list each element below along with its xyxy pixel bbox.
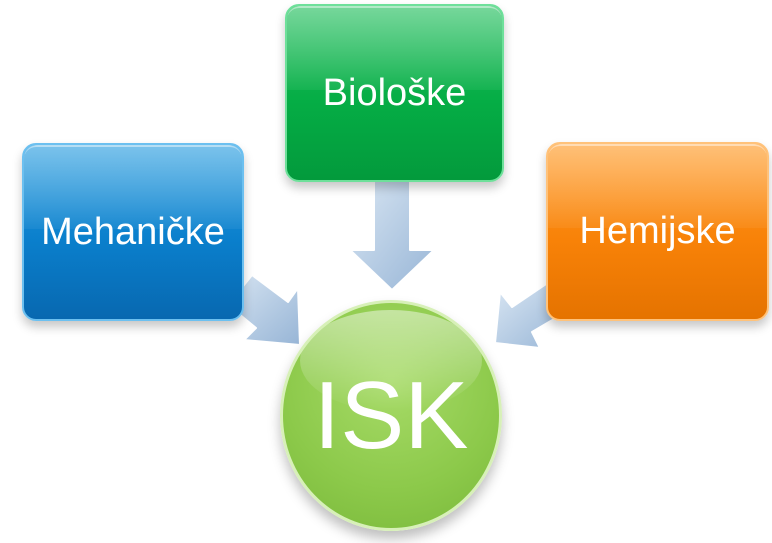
node-isk-center: ISK [280, 300, 502, 531]
node-hemijske: Hemijske [546, 142, 769, 321]
node-bioloske-label: Biološke [322, 71, 467, 114]
node-isk-label: ISK [313, 361, 469, 469]
node-mehanicke-label: Mehaničke [41, 210, 225, 253]
node-bioloske: Biološke [285, 4, 504, 182]
node-hemijske-label: Hemijske [579, 210, 736, 252]
node-mehanicke: Mehaničke [22, 143, 244, 321]
arrow-top-to-center [349, 179, 435, 291]
